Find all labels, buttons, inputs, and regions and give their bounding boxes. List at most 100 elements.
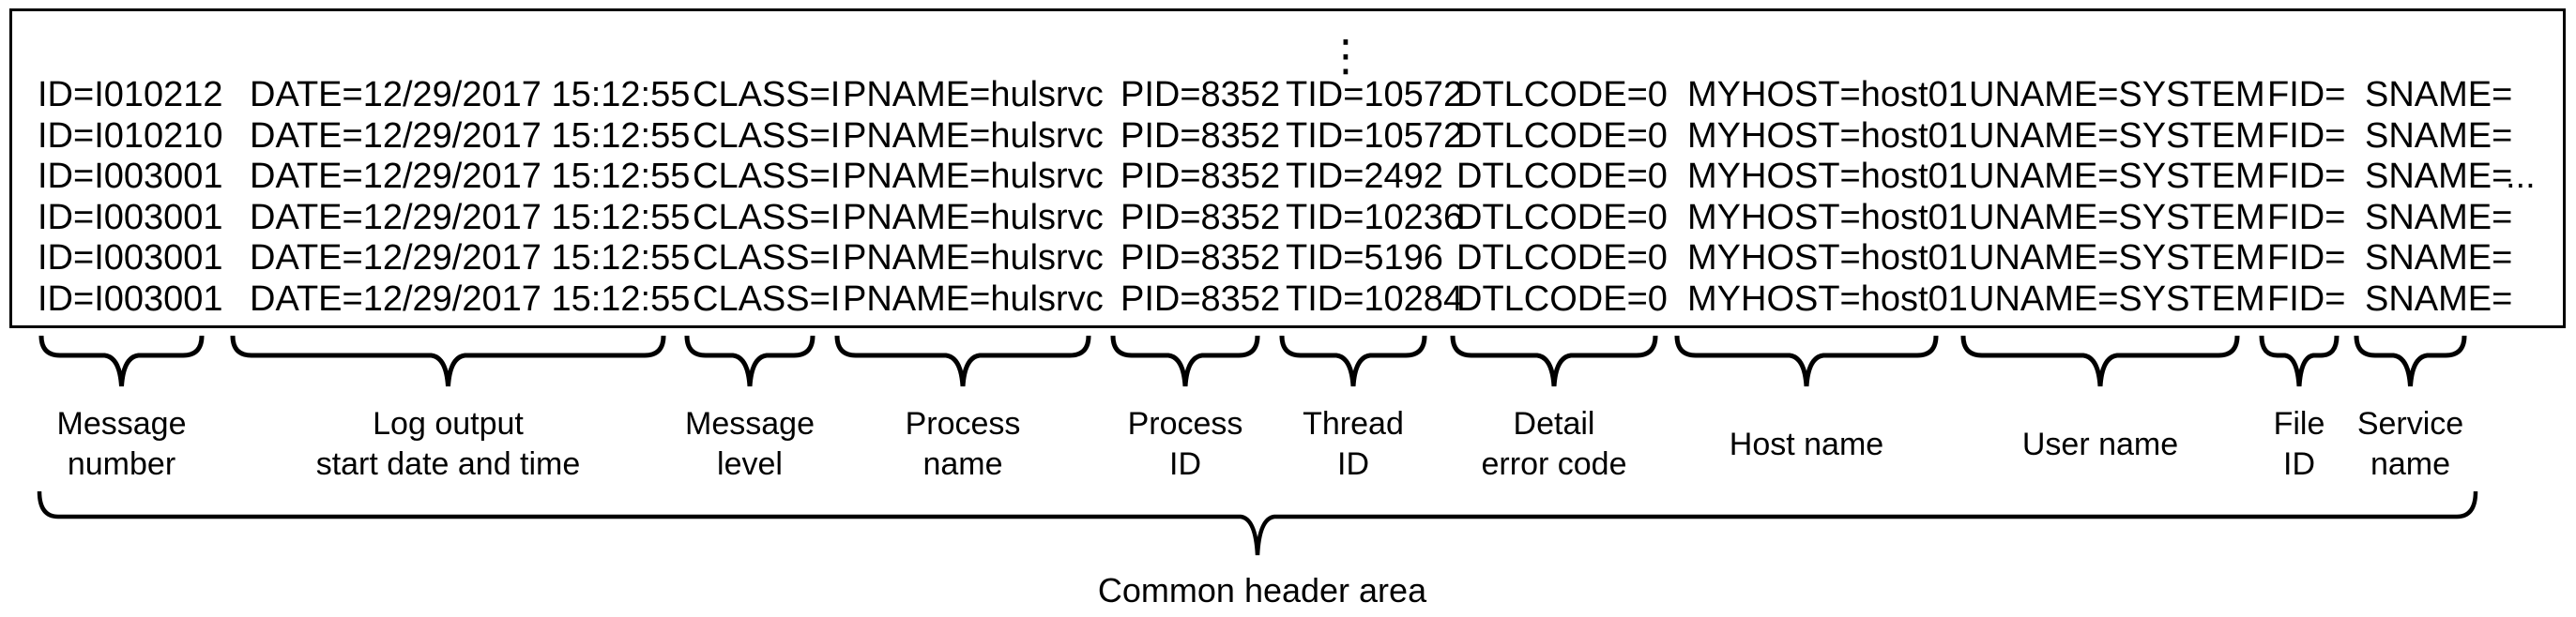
- field-label-line: Process: [1127, 406, 1243, 442]
- common-header-area-brace-icon: [37, 489, 2478, 557]
- log-field-sname: SNAME=: [2365, 157, 2513, 196]
- log-field-tid: TID=5196: [1286, 238, 1443, 278]
- log-field-uname: UNAME=SYSTEM: [1969, 197, 2265, 237]
- log-field-dtlcode: DTLCODE=0: [1456, 278, 1668, 319]
- log-line-truncation-ellipsis: ...: [2506, 157, 2536, 196]
- log-field-date: DATE=12/29/2017 15:12:55: [250, 75, 691, 114]
- log-field-uname: UNAME=SYSTEM: [1969, 75, 2265, 114]
- log-field-pname: PNAME=hulsrvc: [843, 115, 1104, 156]
- field-label-line: File: [2273, 406, 2325, 442]
- log-field-pid: PID=8352: [1120, 278, 1281, 319]
- field-label-service-name: Service name: [2357, 403, 2463, 486]
- log-field-tid: TID=10284: [1286, 278, 1464, 319]
- field-label-line: Detail: [1513, 406, 1595, 442]
- log-field-class: CLASS=I: [693, 238, 841, 278]
- field-label-log-output-start-date-time: Log output start date and time: [316, 403, 581, 486]
- log-field-sname: SNAME=: [2365, 278, 2513, 319]
- log-field-myhost: MYHOST=host01: [1687, 197, 1968, 237]
- field-label-line: Message: [685, 406, 815, 442]
- field-label-line: Message: [56, 406, 187, 442]
- brace-detail-error-code-icon: [1450, 334, 1658, 388]
- field-label-line: Log output: [373, 406, 524, 442]
- brace-message-number-icon: [38, 334, 205, 388]
- field-label-line: Host name: [1729, 426, 1884, 462]
- log-field-sname: SNAME=: [2365, 115, 2513, 156]
- log-field-class: CLASS=I: [693, 197, 841, 237]
- log-field-uname: UNAME=SYSTEM: [1969, 115, 2265, 156]
- log-field-pname: PNAME=hulsrvc: [843, 238, 1104, 278]
- brace-service-name-icon: [2354, 334, 2467, 388]
- log-field-dtlcode: DTLCODE=0: [1456, 115, 1668, 156]
- log-field-date: DATE=12/29/2017 15:12:55: [250, 115, 691, 156]
- log-field-pname: PNAME=hulsrvc: [843, 278, 1104, 319]
- log-field-pid: PID=8352: [1120, 197, 1281, 237]
- continuation-ellipsis-icon: ⋮: [1324, 30, 1367, 81]
- log-field-uname: UNAME=SYSTEM: [1969, 278, 2265, 319]
- log-field-myhost: MYHOST=host01: [1687, 157, 1968, 196]
- log-field-sname: SNAME=: [2365, 75, 2513, 114]
- log-field-fid: FID=: [2267, 75, 2346, 114]
- log-field-id: ID=I003001: [38, 278, 223, 319]
- log-field-pid: PID=8352: [1120, 115, 1281, 156]
- field-label-message-level: Message level: [685, 403, 815, 486]
- field-label-line: ID: [2282, 446, 2315, 482]
- log-field-pname: PNAME=hulsrvc: [843, 157, 1104, 196]
- log-field-id: ID=I010210: [38, 115, 223, 156]
- field-label-line: start date and time: [315, 446, 581, 482]
- field-label-line: Process: [905, 406, 1021, 442]
- log-field-tid: TID=10572: [1286, 75, 1464, 114]
- log-field-date: DATE=12/29/2017 15:12:55: [250, 197, 691, 237]
- log-field-uname: UNAME=SYSTEM: [1969, 238, 2265, 278]
- field-label-line: error code: [1481, 446, 1627, 482]
- log-field-id: ID=I010212: [38, 75, 223, 114]
- log-field-dtlcode: DTLCODE=0: [1456, 197, 1668, 237]
- log-field-class: CLASS=I: [693, 75, 841, 114]
- log-field-pid: PID=8352: [1120, 238, 1281, 278]
- field-label-line: name: [2370, 446, 2451, 482]
- field-label-line: level: [717, 446, 783, 482]
- log-field-myhost: MYHOST=host01: [1687, 238, 1968, 278]
- log-field-dtlcode: DTLCODE=0: [1456, 157, 1668, 196]
- brace-file-id-icon: [2259, 334, 2340, 388]
- brace-user-name-icon: [1960, 334, 2240, 388]
- brace-message-level-icon: [684, 334, 815, 388]
- log-field-id: ID=I003001: [38, 197, 223, 237]
- field-label-line: User name: [2021, 426, 2179, 462]
- log-field-date: DATE=12/29/2017 15:12:55: [250, 238, 691, 278]
- log-field-pname: PNAME=hulsrvc: [843, 197, 1104, 237]
- field-label-line: ID: [1168, 446, 1201, 482]
- brace-process-name-icon: [834, 334, 1091, 388]
- field-label-user-name: User name: [2022, 403, 2178, 486]
- field-label-host-name: Host name: [1730, 403, 1883, 486]
- brace-thread-id-icon: [1279, 334, 1427, 388]
- brace-host-name-icon: [1674, 334, 1939, 388]
- log-field-fid: FID=: [2267, 197, 2346, 237]
- log-field-id: ID=I003001: [38, 238, 223, 278]
- common-header-area-label: Common header area: [1097, 571, 1427, 609]
- log-field-pname: PNAME=hulsrvc: [843, 75, 1104, 114]
- log-field-class: CLASS=I: [693, 278, 841, 319]
- field-label-line: name: [922, 446, 1003, 482]
- log-field-tid: TID=2492: [1286, 157, 1443, 196]
- log-field-date: DATE=12/29/2017 15:12:55: [250, 157, 691, 196]
- brace-log-output-start-date-time-icon: [230, 334, 666, 388]
- log-field-id: ID=I003001: [38, 157, 223, 196]
- field-label-line: Service: [2356, 406, 2464, 442]
- log-field-fid: FID=: [2267, 238, 2346, 278]
- log-field-uname: UNAME=SYSTEM: [1969, 157, 2265, 196]
- log-field-tid: TID=10236: [1286, 197, 1464, 237]
- brace-process-id-icon: [1110, 334, 1260, 388]
- log-field-dtlcode: DTLCODE=0: [1456, 238, 1668, 278]
- field-label-line: ID: [1336, 446, 1369, 482]
- log-field-class: CLASS=I: [693, 157, 841, 196]
